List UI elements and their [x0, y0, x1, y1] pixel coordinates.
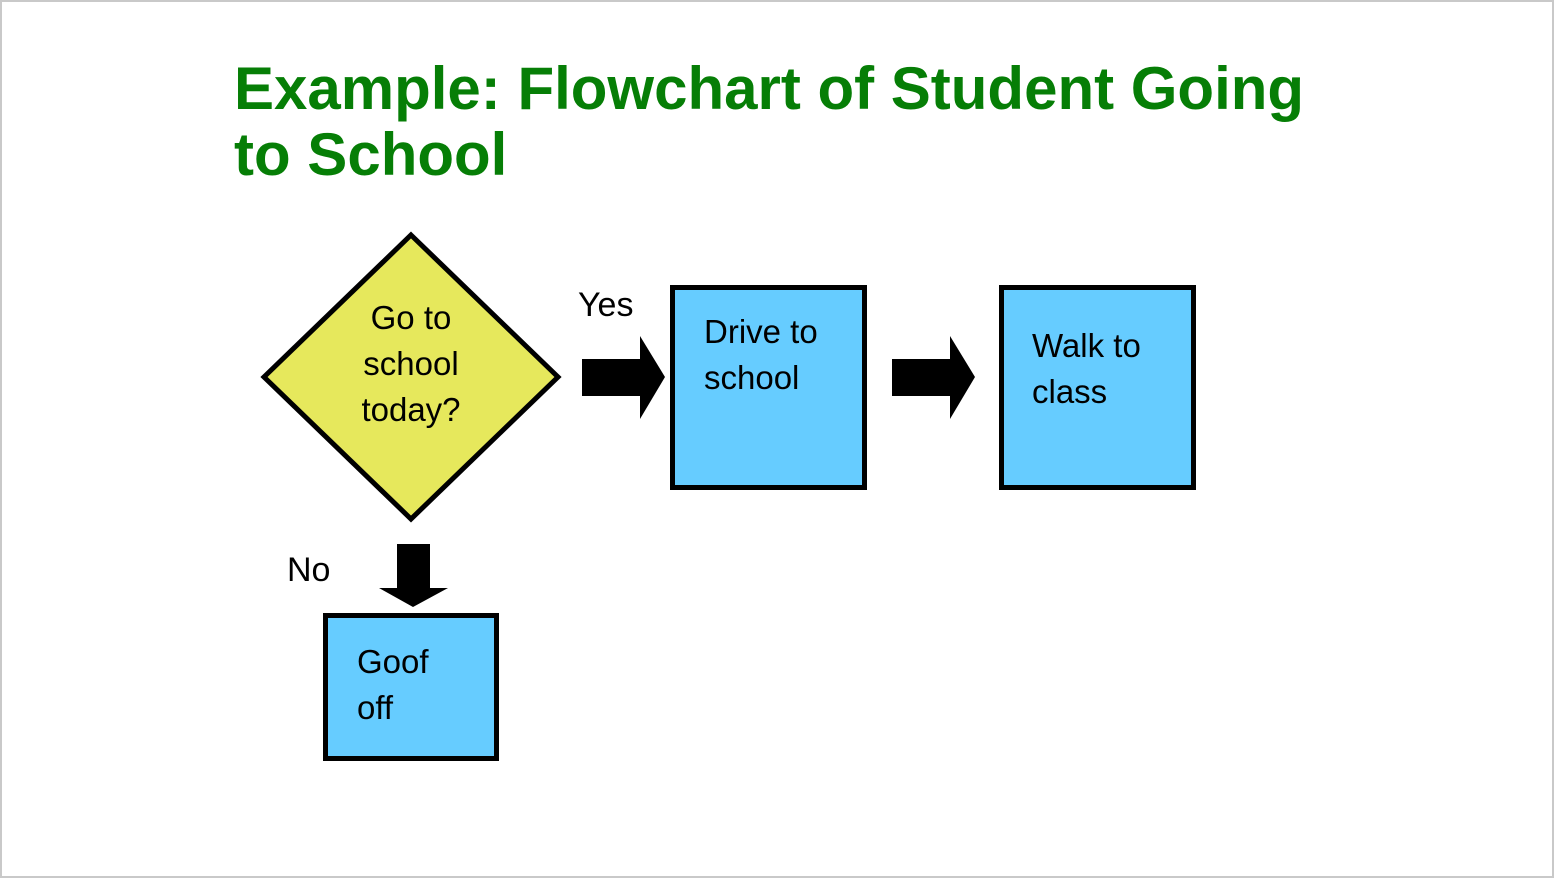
walk-to-class-label: Walk to class [1032, 327, 1141, 410]
yes-branch-label: Yes [578, 286, 634, 324]
no-branch-label: No [287, 551, 331, 589]
yes-arrow-right-icon [582, 336, 665, 419]
walk-to-class-box: Walk to class [999, 285, 1196, 490]
decision-diamond [260, 231, 562, 523]
decision-label: Go to school today? [361, 299, 461, 428]
slide-title: Example: Flowchart of Student Going to S… [234, 55, 1305, 188]
drive-to-school-label: Drive to school [704, 313, 818, 396]
drive-to-school-box: Drive to school [670, 285, 867, 490]
goof-off-label: Goof off [357, 643, 429, 726]
walk-arrow-right-icon [892, 336, 975, 419]
no-arrow-down-icon [379, 544, 448, 607]
goof-off-box: Goof off [323, 613, 499, 761]
